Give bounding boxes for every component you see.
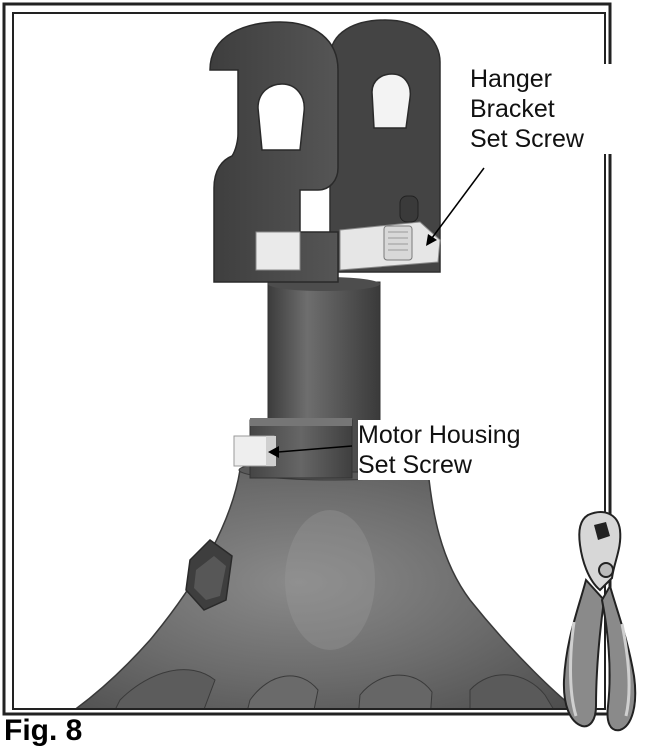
motor-label-line-2: Set Screw (358, 451, 472, 479)
hook-slot-left (257, 83, 305, 151)
hanger-label-line-2: Bracket (470, 95, 555, 123)
motor-leader-line (277, 445, 353, 453)
inner-frame (12, 12, 606, 710)
hook-slot-right (371, 73, 412, 129)
hanger-bracket-set-screw-label: Hanger Bracket Set Screw (470, 64, 620, 154)
pliers-icon (562, 511, 637, 732)
hanger-label-line-3: Set Screw (470, 125, 584, 153)
hanger-label-line-1: Hanger (470, 65, 552, 93)
figure-caption: Fig. 8 (4, 714, 83, 747)
motor-housing-set-screw-label: Motor Housing Set Screw (358, 420, 573, 480)
hanger-bracket-front (209, 21, 339, 283)
hanger-set-screw (383, 225, 413, 261)
hanger-bracket-ring (255, 231, 301, 271)
housing-fin (115, 669, 216, 708)
housing-fin (358, 674, 433, 708)
bracket-pin (399, 195, 419, 223)
motor-label-line-1: Motor Housing (358, 421, 521, 449)
hanger-leader-line (431, 167, 485, 239)
housing-fin (469, 674, 554, 708)
outer-frame (2, 2, 612, 716)
housing-fin (247, 675, 319, 708)
